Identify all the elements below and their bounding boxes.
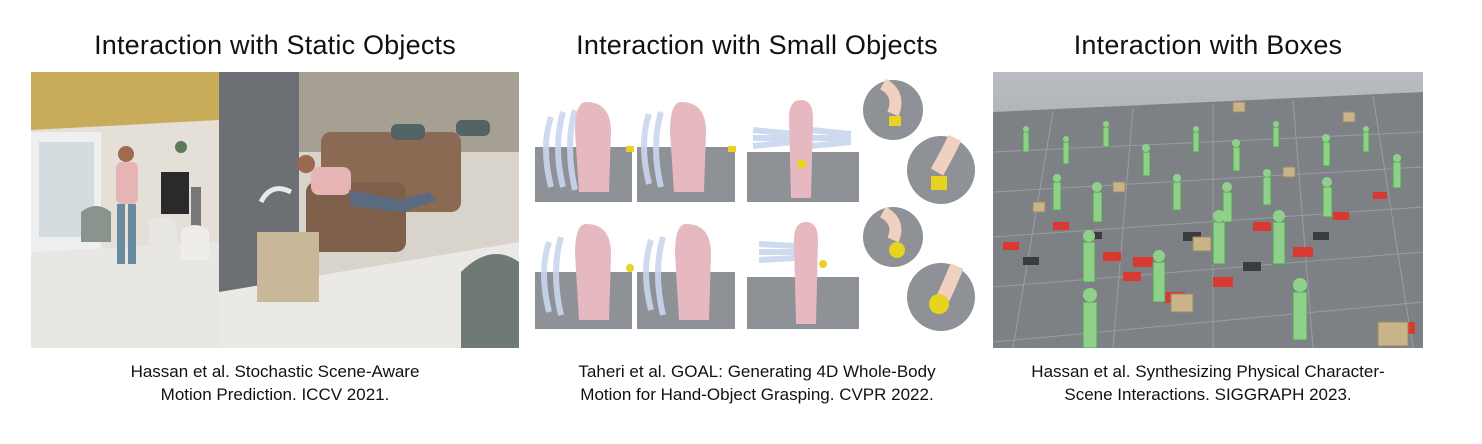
panel-caption: Hassan et al. Synthesizing Physical Char…: [1031, 362, 1385, 404]
panel-title: Interaction with Static Objects: [94, 30, 456, 60]
panel-title: Interaction with Boxes: [1073, 30, 1343, 60]
scene-image-small-objects: [531, 72, 983, 348]
panel-static-objects: Interaction with Static Objects: [31, 0, 519, 444]
panel-title: Interaction with Small Objects: [576, 30, 938, 60]
panel-caption: Hassan et al. Stochastic Scene-Aware Mot…: [130, 362, 420, 404]
panel-caption: Taheri et al. GOAL: Generating 4D Whole-…: [578, 362, 936, 404]
scene-image-static: [31, 72, 519, 348]
scene-image-boxes: [993, 72, 1423, 348]
panel-small-objects: Interaction with Small Objects: [531, 0, 983, 444]
panel-boxes: Interaction with Boxes: [993, 0, 1423, 444]
